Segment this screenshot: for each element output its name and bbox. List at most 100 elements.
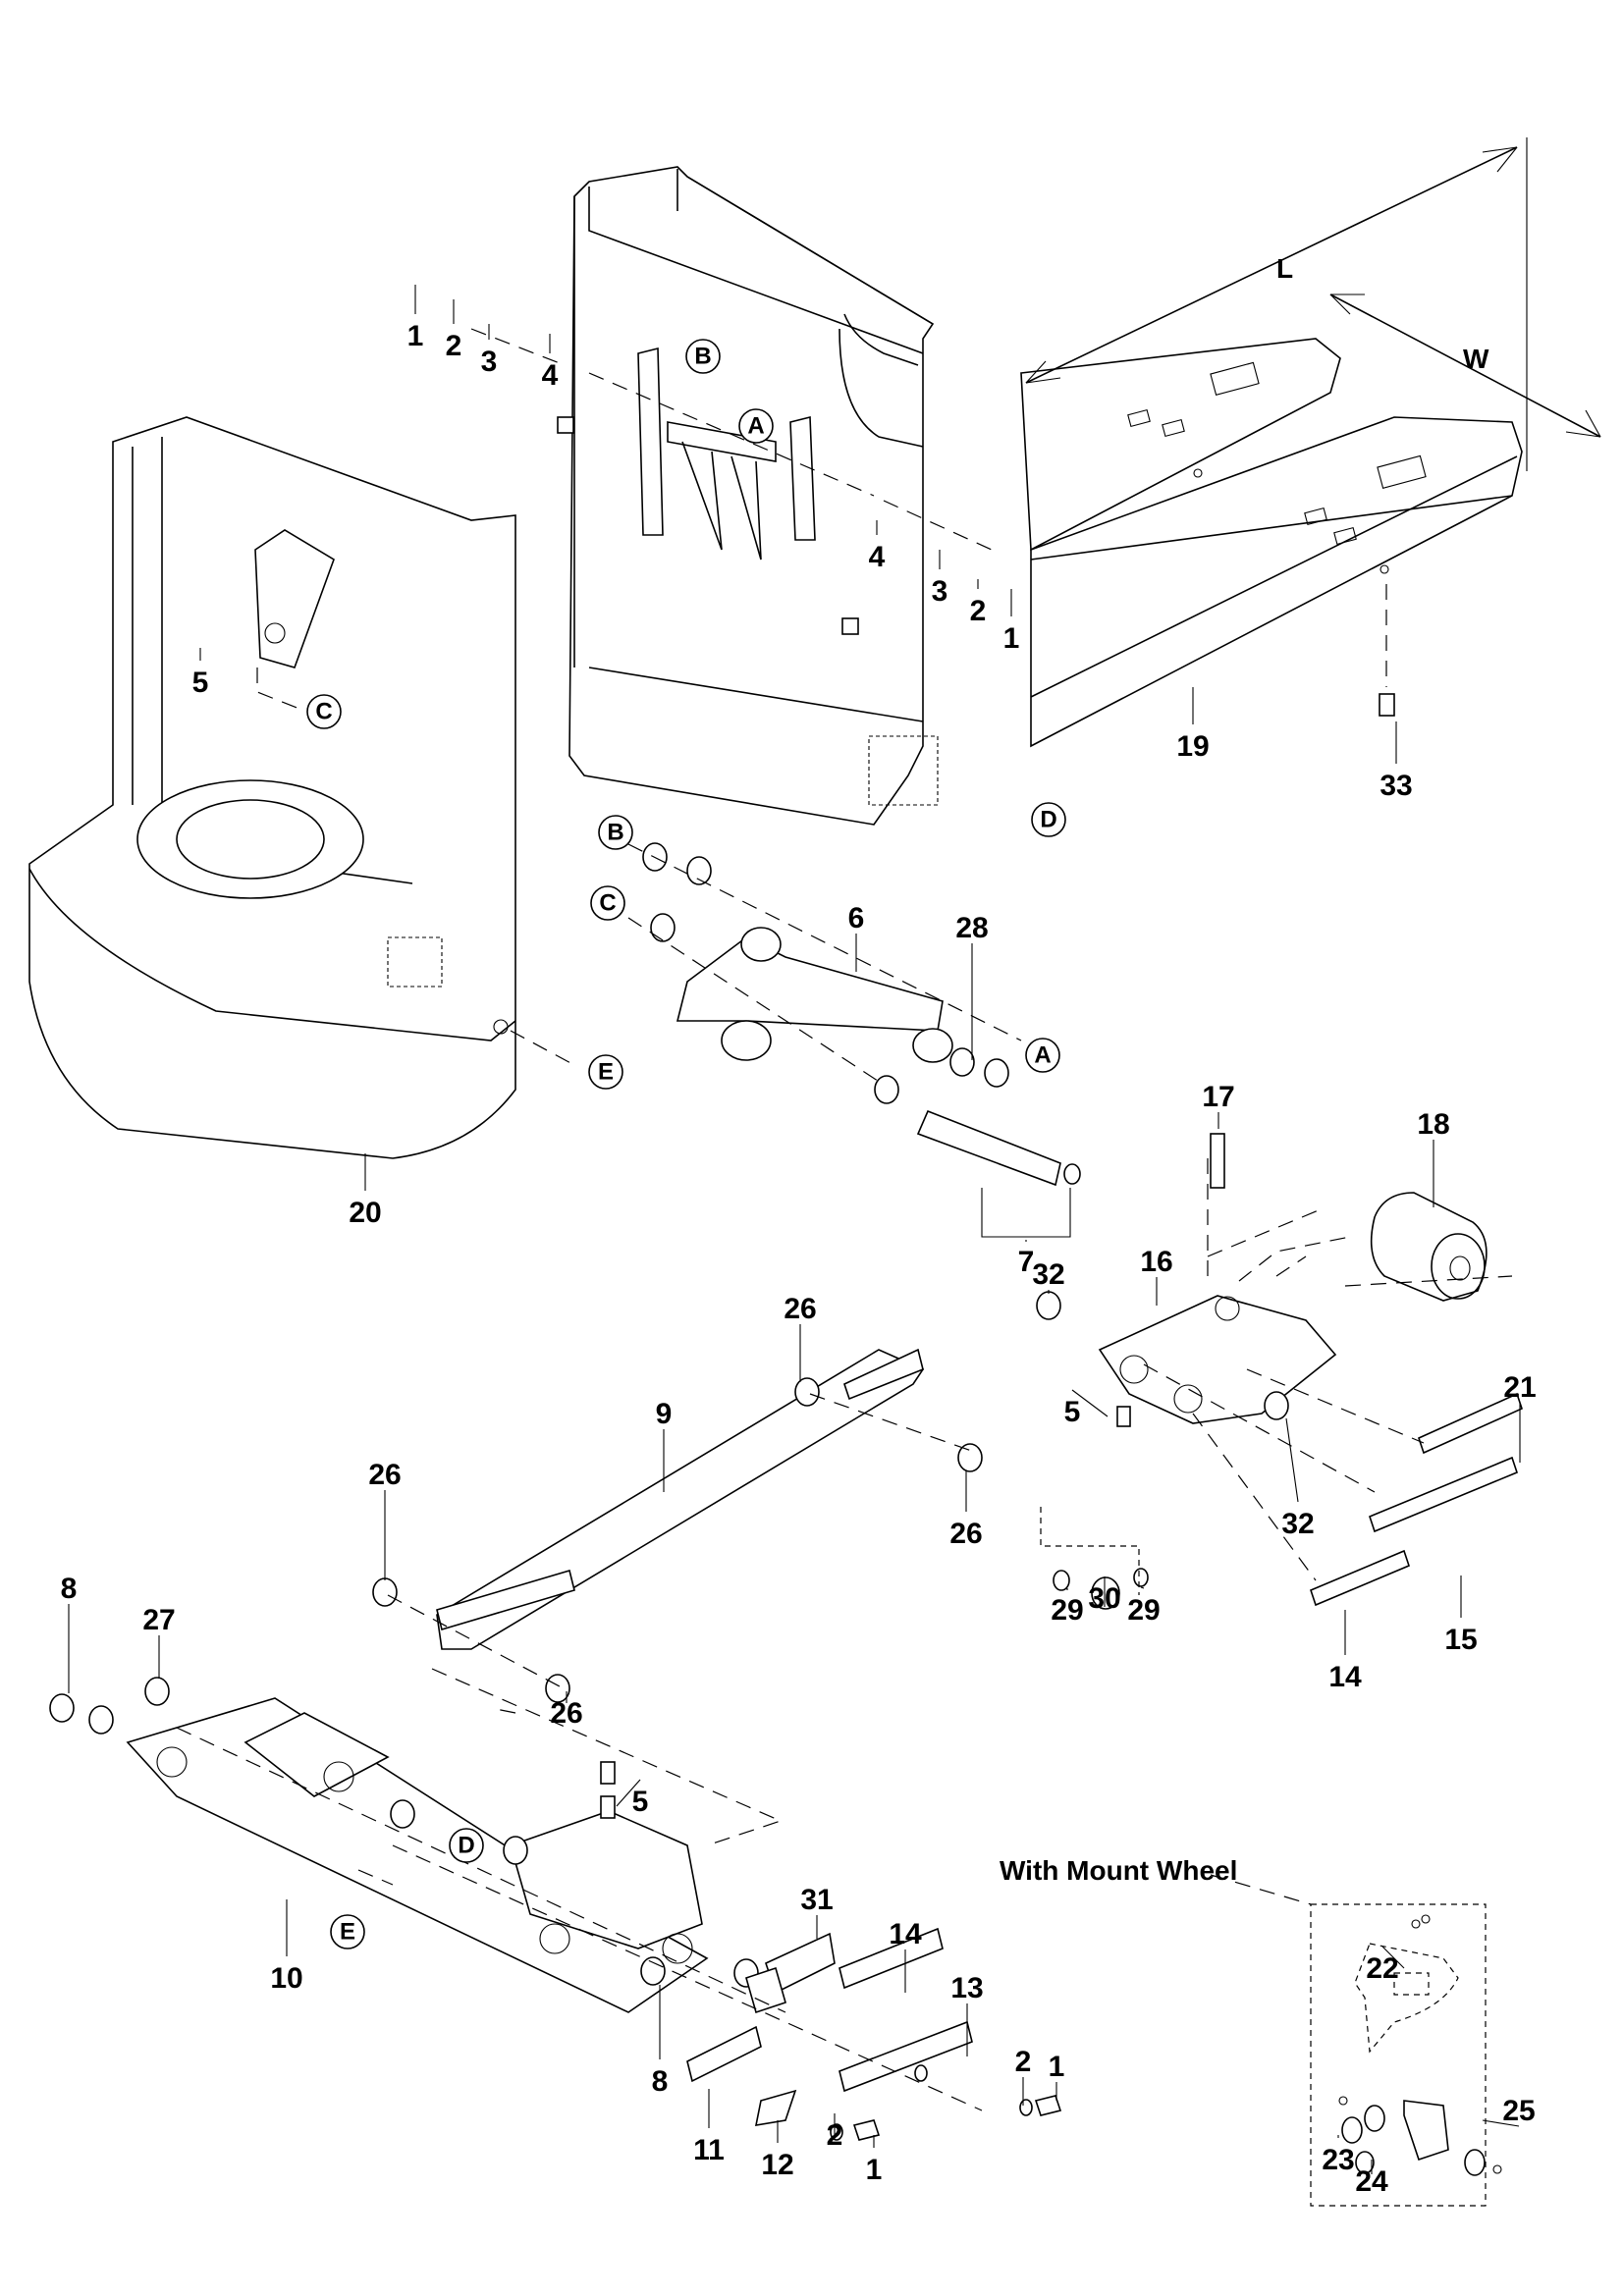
reference-circle: [598, 815, 633, 850]
load-wheel-bracket: [1036, 1133, 1523, 1610]
callout-c4a: 4: [542, 359, 559, 392]
reference-circle: [1031, 802, 1066, 837]
fork-assembly: [1020, 338, 1523, 748]
callout-c15: 15: [1444, 1624, 1477, 1656]
reference-letter-rA1: A: [738, 408, 774, 444]
callout-leaders: [68, 285, 1521, 2174]
callout-c2b: 2: [970, 595, 987, 627]
callout-c1d: 1: [1049, 2051, 1065, 2083]
callout-c32a: 32: [1032, 1258, 1064, 1291]
callout-c5b: 5: [1064, 1396, 1081, 1428]
callout-c5a: 5: [192, 667, 209, 699]
callout-c4b: 4: [869, 541, 886, 573]
inset-caption: With Mount Wheel: [1000, 1855, 1237, 1886]
reference-letter-label: E: [598, 1059, 614, 1086]
callout-c2d: 2: [1015, 2046, 1032, 2078]
reference-letter-rD2: D: [449, 1828, 484, 1863]
reference-letter-label: B: [607, 820, 623, 846]
leader-line-c22: [1381, 1946, 1405, 1969]
callout-c27: 27: [142, 1604, 175, 1636]
reference-letter-rE1: E: [588, 1054, 623, 1090]
callout-c20: 20: [349, 1197, 381, 1229]
reference-letter-rB2: B: [598, 815, 633, 850]
reference-circle: [306, 694, 342, 729]
reference-letters: B A C D E B C A D E: [306, 339, 1066, 1949]
callout-c21: 21: [1503, 1371, 1536, 1404]
callout-c1a: 1: [407, 320, 424, 352]
callout-c29a: 29: [1051, 1594, 1083, 1627]
reference-letter-label: A: [747, 413, 764, 440]
callout-c1c: 1: [866, 2154, 883, 2186]
dimension-label-width: W: [1463, 344, 1489, 374]
callout-c26d: 26: [550, 1697, 582, 1730]
reference-circle: [738, 408, 774, 444]
callout-c12: 12: [761, 2149, 793, 2181]
dimension-lines: [1025, 137, 1601, 471]
callout-c10: 10: [270, 1962, 302, 1995]
callout-c9: 9: [656, 1398, 673, 1430]
reference-circle: [588, 1054, 623, 1090]
callout-c17: 17: [1202, 1081, 1234, 1113]
callout-c25: 25: [1502, 2095, 1535, 2127]
reference-letter-rD1: D: [1031, 802, 1066, 837]
callout-c33: 33: [1380, 770, 1412, 802]
reference-letter-rA2: A: [1025, 1038, 1060, 1073]
callout-c16: 16: [1140, 1246, 1172, 1278]
callout-c14a: 14: [1328, 1661, 1362, 1693]
lower-frame: [49, 1668, 1062, 2141]
mount-wheel-inset: [1210, 1874, 1502, 2207]
callout-c28: 28: [955, 912, 988, 944]
reference-letter-label: C: [315, 699, 332, 725]
callout-c8a: 8: [61, 1573, 78, 1605]
callout-c22: 22: [1366, 1952, 1398, 1985]
leader-line-c32b: [1285, 1417, 1299, 1503]
callout-c2c: 2: [827, 2119, 843, 2152]
callout-c3b: 3: [932, 575, 948, 608]
pull-rod: [372, 1348, 983, 1703]
callout-c29b: 29: [1127, 1594, 1160, 1627]
reference-letter-label: B: [694, 344, 711, 370]
reference-letter-label: A: [1034, 1042, 1051, 1069]
callout-c13: 13: [950, 1972, 983, 2004]
callout-c11: 11: [693, 2134, 725, 2166]
reference-letter-label: D: [1040, 807, 1056, 833]
callout-c19: 19: [1176, 730, 1209, 763]
reference-circle: [590, 885, 625, 921]
reference-letter-rC2: C: [590, 885, 625, 921]
callout-c26a: 26: [784, 1293, 816, 1325]
upper-link-assembly: [627, 842, 1081, 1238]
reference-letter-rE2: E: [330, 1914, 365, 1949]
battery-housing: [28, 416, 575, 1159]
reference-circle: [1025, 1038, 1060, 1073]
callout-c3a: 3: [481, 346, 498, 378]
reference-circle: [449, 1828, 484, 1863]
reference-letter-label: D: [458, 1833, 474, 1859]
callout-c6: 6: [848, 902, 865, 934]
callout-c23: 23: [1322, 2144, 1354, 2176]
leader-line-c29b: [1140, 1586, 1145, 1589]
reference-letter-rB1: B: [685, 339, 721, 374]
reference-letter-rC1: C: [306, 694, 342, 729]
reference-letter-label: E: [340, 1919, 355, 1946]
callout-c14b: 14: [889, 1918, 922, 1950]
callout-c26b: 26: [949, 1518, 982, 1550]
leader-line-c25: [1482, 2119, 1520, 2127]
callout-c2a: 2: [446, 330, 462, 362]
callout-c18: 18: [1417, 1108, 1449, 1141]
callout-c5c: 5: [632, 1786, 649, 1818]
reference-circle: [685, 339, 721, 374]
reference-letter-label: C: [599, 890, 616, 917]
chassis-frame: [470, 166, 993, 826]
callout-c1b: 1: [1003, 622, 1020, 655]
callout-c26c: 26: [368, 1459, 401, 1491]
leader-line-c5b: [1071, 1389, 1109, 1417]
dimension-label-length: L: [1276, 253, 1293, 284]
callout-c7: 7: [1018, 1246, 1035, 1278]
callout-c8b: 8: [652, 2065, 669, 2098]
callout-c30: 30: [1088, 1582, 1120, 1615]
callout-c32b: 32: [1281, 1508, 1314, 1540]
leader-line-c5c: [616, 1779, 641, 1807]
callout-c31: 31: [800, 1884, 833, 1916]
